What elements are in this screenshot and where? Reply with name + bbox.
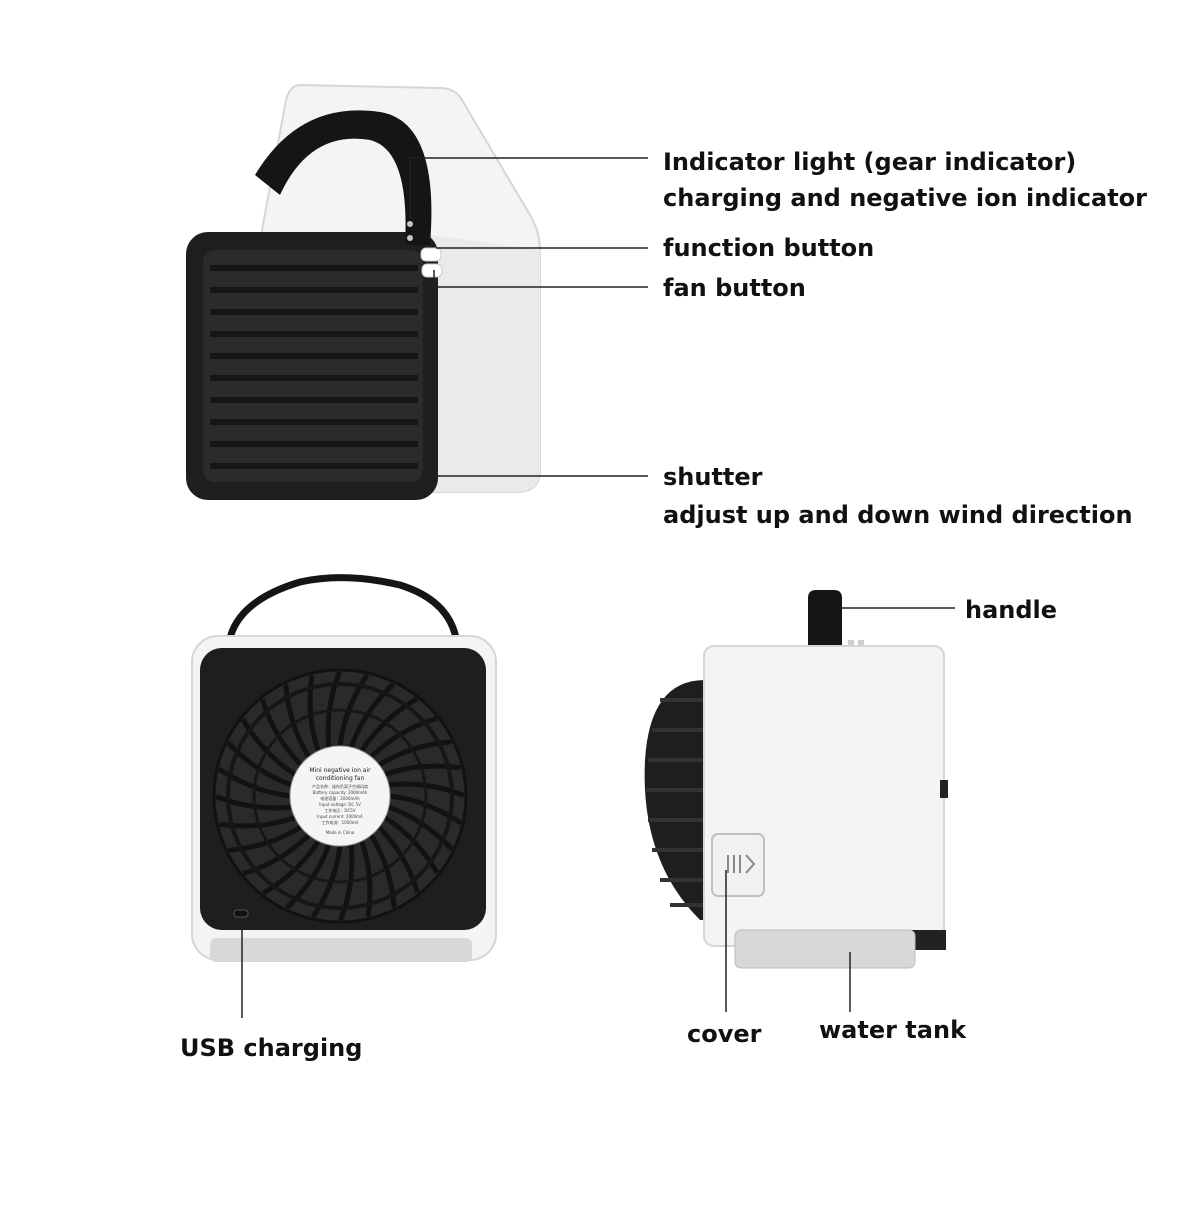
indicator-light-dot xyxy=(407,221,413,227)
indicator-light-dot xyxy=(407,235,413,241)
label-indicator-light: Indicator light (gear indicator) xyxy=(663,148,1077,176)
cover-slide-arrows xyxy=(727,854,756,874)
indicator-leader-line xyxy=(409,157,648,218)
fan-button-leader-line xyxy=(433,270,648,288)
fan-guard-ring xyxy=(226,682,454,910)
label-shutter-description: adjust up and down wind direction xyxy=(663,501,1133,529)
side-body-shell xyxy=(703,645,945,947)
side-latch xyxy=(940,780,948,798)
function-button-shape xyxy=(420,247,442,262)
top-handle-strap xyxy=(255,110,432,246)
label-charging-indicator: charging and negative ion indicator xyxy=(663,184,1147,212)
label-function-button: function button xyxy=(663,234,875,262)
fan-guard-ring xyxy=(252,708,428,884)
sticker-line: Battery capacity: 2000mAh xyxy=(313,790,368,795)
side-handle xyxy=(808,590,842,650)
top-body-side xyxy=(430,235,540,492)
top-front-grille xyxy=(203,250,423,482)
label-shutter: shutter xyxy=(663,463,763,491)
sticker-line: 产品名称：迷你负离子空调风扇 xyxy=(312,783,368,789)
top-view-product xyxy=(186,83,541,500)
sticker-line: 工作电流：1000mA xyxy=(322,819,359,825)
label-handle: handle xyxy=(965,596,1058,624)
sticker-line: conditioning fan xyxy=(316,775,365,782)
sticker-line: Input voltage: DC 5V xyxy=(319,802,361,807)
sticker-line: Input current: 1000mA xyxy=(317,814,363,819)
side-view-product xyxy=(644,590,948,969)
label-usb-charging: USB charging xyxy=(180,1034,363,1062)
shutter-louvers xyxy=(210,265,418,469)
side-rear-foot xyxy=(910,930,946,950)
label-cover: cover xyxy=(687,1020,762,1048)
front-view-product: Mini negative ion air conditioning fan 产… xyxy=(191,574,497,962)
sticker-line: Made in China xyxy=(326,830,355,835)
label-water-tank: water tank xyxy=(819,1016,967,1044)
product-sticker xyxy=(289,745,391,847)
side-fan-guard xyxy=(644,680,710,920)
side-button xyxy=(848,640,854,648)
sticker-line: 工作电压：DC5V xyxy=(324,807,355,813)
side-button xyxy=(858,640,864,648)
cover-shape xyxy=(711,833,765,897)
leader-lines xyxy=(241,157,955,1018)
front-handle xyxy=(226,574,460,640)
sticker-line: Mini negative ion air xyxy=(309,767,371,774)
label-fan-button: fan button xyxy=(663,274,806,302)
fan-button-shape xyxy=(421,263,443,278)
sticker-line: 电池容量：2000mAh xyxy=(320,795,360,801)
side-fan-ribs xyxy=(646,698,706,907)
usb-port xyxy=(233,909,249,918)
front-base xyxy=(210,938,472,962)
water-tank-shape xyxy=(734,929,916,969)
